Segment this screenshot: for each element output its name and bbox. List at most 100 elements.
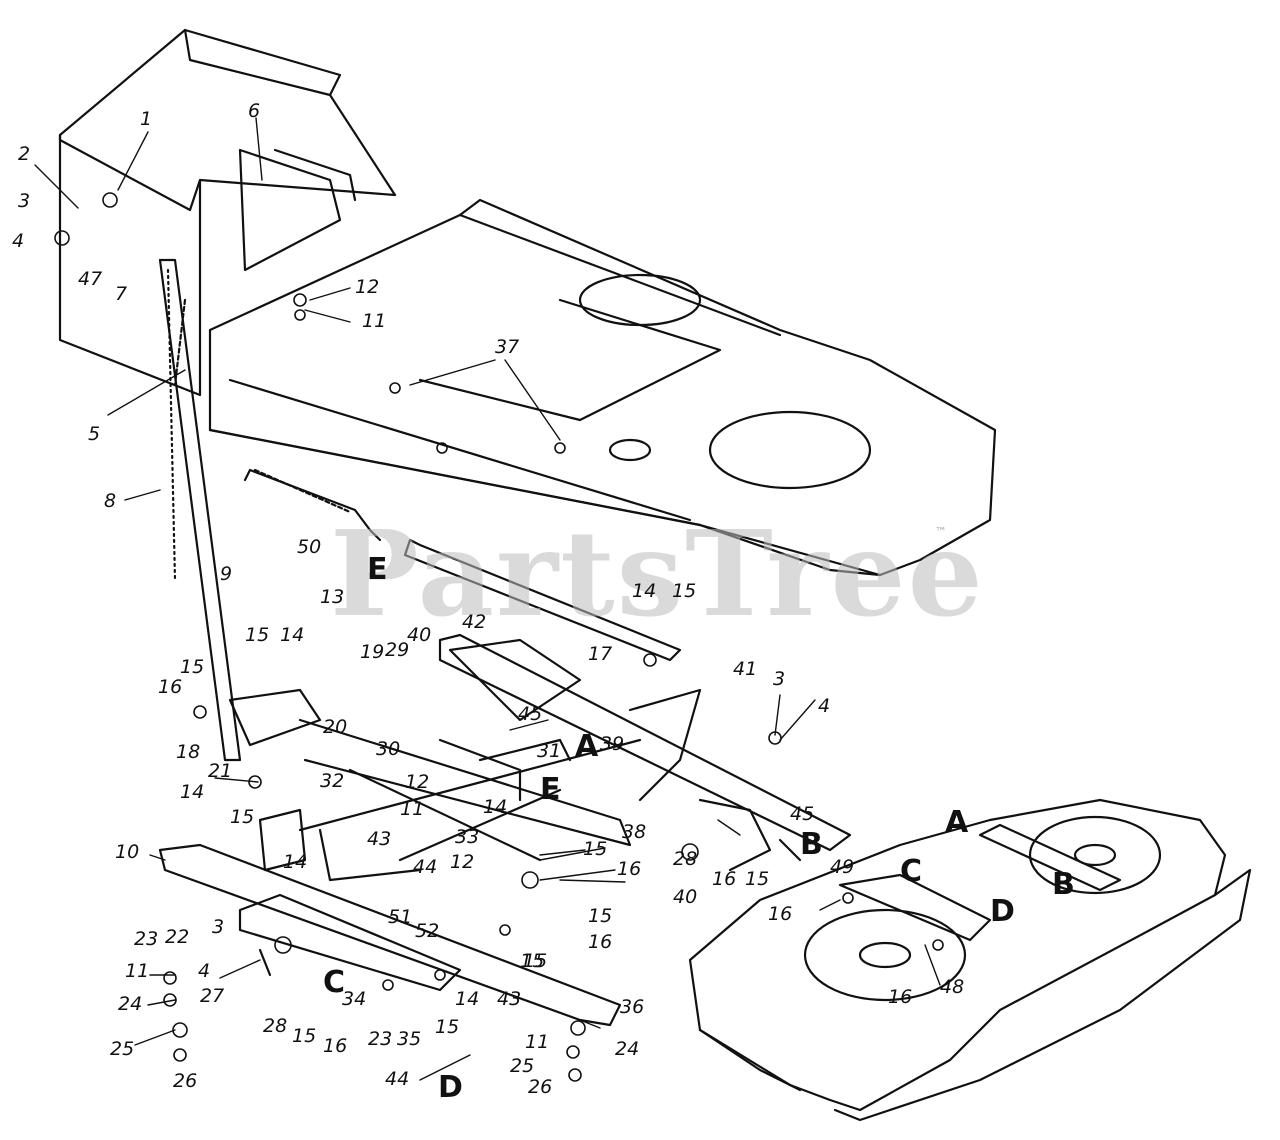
callout-45: 45 [790,803,815,825]
callout-25: 25 [510,1055,535,1077]
callout-2: 2 [18,143,31,165]
callout-37: 37 [495,336,520,358]
callout-16: 16 [588,931,613,953]
callout-14: 14 [483,796,508,818]
callout-3: 3 [18,190,31,212]
callout-31: 31 [537,740,562,762]
callout-40: 40 [673,886,698,908]
callout-4: 4 [818,695,831,717]
callout-43: 43 [497,988,522,1010]
spring-7 [173,298,187,387]
callout-20: 20 [323,716,348,738]
leader-lines [34,117,941,1081]
callout-52: 52 [415,920,440,942]
callout-38: 38 [622,821,647,843]
fasteners [54,192,944,1082]
frame-body [208,198,997,577]
callout-19: 19 [360,641,385,663]
callout-27: 27 [200,985,225,1007]
callout-18: 18 [176,741,201,763]
callout-4: 4 [198,960,211,982]
callout-33: 33 [455,826,480,848]
callout-36: 36 [620,996,645,1018]
callout-49: 49 [830,856,855,878]
callout-16: 16 [323,1035,348,1057]
callout-29: 29 [385,639,410,661]
callout-26: 26 [173,1070,198,1092]
callout-15: 15 [292,1025,317,1047]
callout-47: 47 [78,268,103,290]
callout-26: 26 [528,1076,553,1098]
callout-44: 44 [413,856,438,878]
lift-shaft-assembly [228,638,802,882]
callout-4: 4 [12,230,25,252]
callout-39: 39 [600,733,625,755]
letter-callout-e: E [540,772,561,807]
callout-15: 15 [745,868,770,890]
seat-housing [58,28,397,397]
callout-43: 43 [367,828,392,850]
callout-22: 22 [165,926,190,948]
callout-11: 11 [362,310,387,332]
callout-14: 14 [455,988,480,1010]
callout-24: 24 [118,993,143,1015]
callout-32: 32 [320,770,345,792]
callout-12: 12 [450,851,475,873]
callout-23: 23 [368,1028,393,1050]
callout-12: 12 [355,276,380,298]
callout-24: 24 [615,1038,640,1060]
callout-14: 14 [280,624,305,646]
callout-16: 16 [712,868,737,890]
lift-lever [158,258,242,762]
callout-14: 14 [180,781,205,803]
callout-15: 15 [230,806,255,828]
callout-15: 15 [520,950,545,972]
callout-42: 42 [462,611,487,633]
letter-callout-b: B [1052,867,1075,902]
callout-10: 10 [115,841,140,863]
callout-8: 8 [104,490,117,512]
spring-50 [243,468,382,542]
callout-50: 50 [297,536,322,558]
letter-callout-a: A [945,805,969,840]
callout-12: 12 [405,771,430,793]
callout-15: 15 [672,580,697,602]
callout-15: 15 [523,950,548,972]
callout-1: 1 [140,108,153,130]
letter-callout-c: C [900,854,923,889]
callout-25: 25 [110,1038,135,1060]
letter-callout-c: C [323,965,346,1000]
bracket-41 [438,633,852,852]
trademark-symbol: ™ [935,525,947,539]
callout-14: 14 [283,851,308,873]
callout-28: 28 [263,1015,288,1037]
letter-callout-d: D [438,1070,463,1105]
callout-11: 11 [525,1031,550,1053]
callout-30: 30 [376,738,401,760]
callout-3: 3 [212,916,225,938]
callout-23: 23 [134,928,159,950]
mower-deck [688,798,1252,1122]
callout-51: 51 [388,906,413,928]
callout-17: 17 [588,643,613,665]
callout-15: 15 [180,656,205,678]
callout-6: 6 [248,100,261,122]
watermark: PartsTree [330,504,985,643]
callout-44: 44 [385,1068,410,1090]
callout-28: 28 [673,848,698,870]
callout-3: 3 [773,668,786,690]
callout-21: 21 [208,760,233,782]
callout-15: 15 [435,1016,460,1038]
callout-41: 41 [733,658,758,680]
callout-14: 14 [632,580,657,602]
callout-16: 16 [888,986,913,1008]
callout-15: 15 [245,624,270,646]
callout-34: 34 [342,988,367,1010]
lift-bars-bottom [158,843,622,1027]
callout-15: 15 [588,905,613,927]
callout-11: 11 [125,960,150,982]
callout-11: 11 [400,798,425,820]
callout-5: 5 [88,423,101,445]
